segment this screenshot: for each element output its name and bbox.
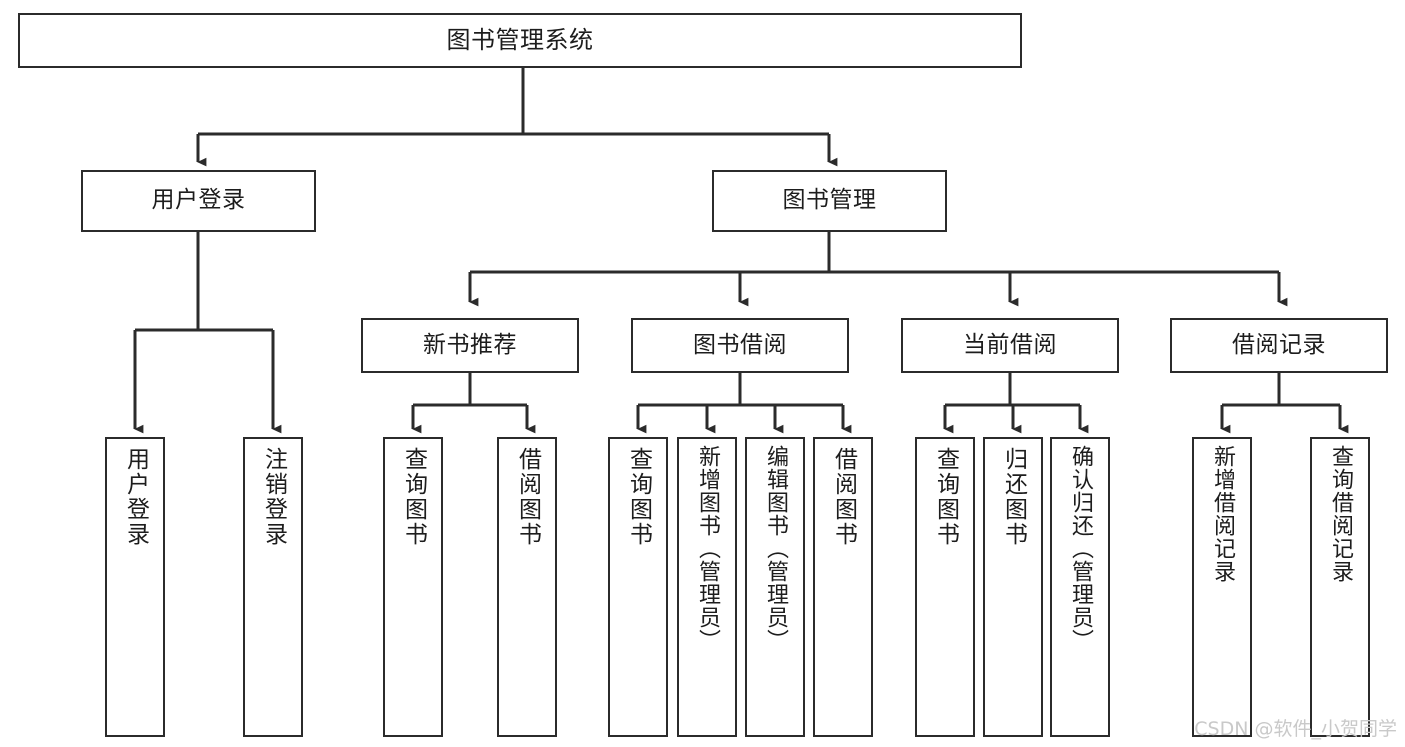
node-leaf-query-book-recommend-label: 查询图书 <box>400 447 427 547</box>
csdn-watermark: CSDN @软件_小贺同学 <box>1194 718 1397 740</box>
node-book-borrow-label: 图书借阅 <box>693 331 787 358</box>
node-leaf-return-book-label: 归还图书 <box>1000 447 1027 547</box>
node-borrow-record[interactable]: 借阅记录 <box>1170 318 1388 373</box>
node-leaf-add-book-admin[interactable]: 新增图书（管理员） <box>677 437 737 737</box>
node-leaf-add-borrow-record-label: 新增借阅记录 <box>1210 445 1235 583</box>
node-leaf-borrow-book-recommend-label: 借阅图书 <box>514 447 541 547</box>
node-leaf-borrow-book-recommend[interactable]: 借阅图书 <box>497 437 557 737</box>
node-new-book-recommend-label: 新书推荐 <box>423 331 517 358</box>
node-current-borrow-label: 当前借阅 <box>963 331 1057 358</box>
node-book-borrow[interactable]: 图书借阅 <box>631 318 849 373</box>
node-root-label: 图书管理系统 <box>446 26 594 55</box>
node-leaf-borrow-book-label: 借阅图书 <box>830 447 857 547</box>
node-user-login-label: 用户登录 <box>151 187 246 214</box>
node-leaf-logout-label: 注销登录 <box>260 447 287 547</box>
node-root-book-management-system[interactable]: 图书管理系统 <box>18 13 1022 68</box>
node-leaf-return-book[interactable]: 归还图书 <box>983 437 1043 737</box>
node-book-management[interactable]: 图书管理 <box>712 170 947 232</box>
node-leaf-add-book-admin-label: 新增图书（管理员） <box>695 445 720 652</box>
node-current-borrow[interactable]: 当前借阅 <box>901 318 1119 373</box>
node-leaf-query-book-current[interactable]: 查询图书 <box>915 437 975 737</box>
node-leaf-query-borrow-record[interactable]: 查询借阅记录 <box>1310 437 1370 737</box>
node-book-management-label: 图书管理 <box>782 187 877 214</box>
node-leaf-user-login[interactable]: 用户登录 <box>105 437 165 737</box>
node-leaf-add-borrow-record[interactable]: 新增借阅记录 <box>1192 437 1252 737</box>
node-leaf-query-book-borrow[interactable]: 查询图书 <box>608 437 668 737</box>
node-leaf-confirm-return-admin[interactable]: 确认归还（管理员） <box>1050 437 1110 737</box>
node-leaf-edit-book-admin[interactable]: 编辑图书（管理员） <box>745 437 805 737</box>
node-leaf-edit-book-admin-label: 编辑图书（管理员） <box>763 445 788 652</box>
node-user-login[interactable]: 用户登录 <box>81 170 316 232</box>
node-leaf-query-book-recommend[interactable]: 查询图书 <box>383 437 443 737</box>
node-leaf-logout[interactable]: 注销登录 <box>243 437 303 737</box>
node-leaf-confirm-return-admin-label: 确认归还（管理员） <box>1068 445 1093 652</box>
node-leaf-query-book-borrow-label: 查询图书 <box>625 447 652 547</box>
node-leaf-query-book-current-label: 查询图书 <box>932 447 959 547</box>
node-leaf-borrow-book[interactable]: 借阅图书 <box>813 437 873 737</box>
node-borrow-record-label: 借阅记录 <box>1232 331 1326 358</box>
node-leaf-query-borrow-record-label: 查询借阅记录 <box>1328 445 1353 583</box>
node-leaf-user-login-label: 用户登录 <box>122 447 149 547</box>
node-new-book-recommend[interactable]: 新书推荐 <box>361 318 579 373</box>
